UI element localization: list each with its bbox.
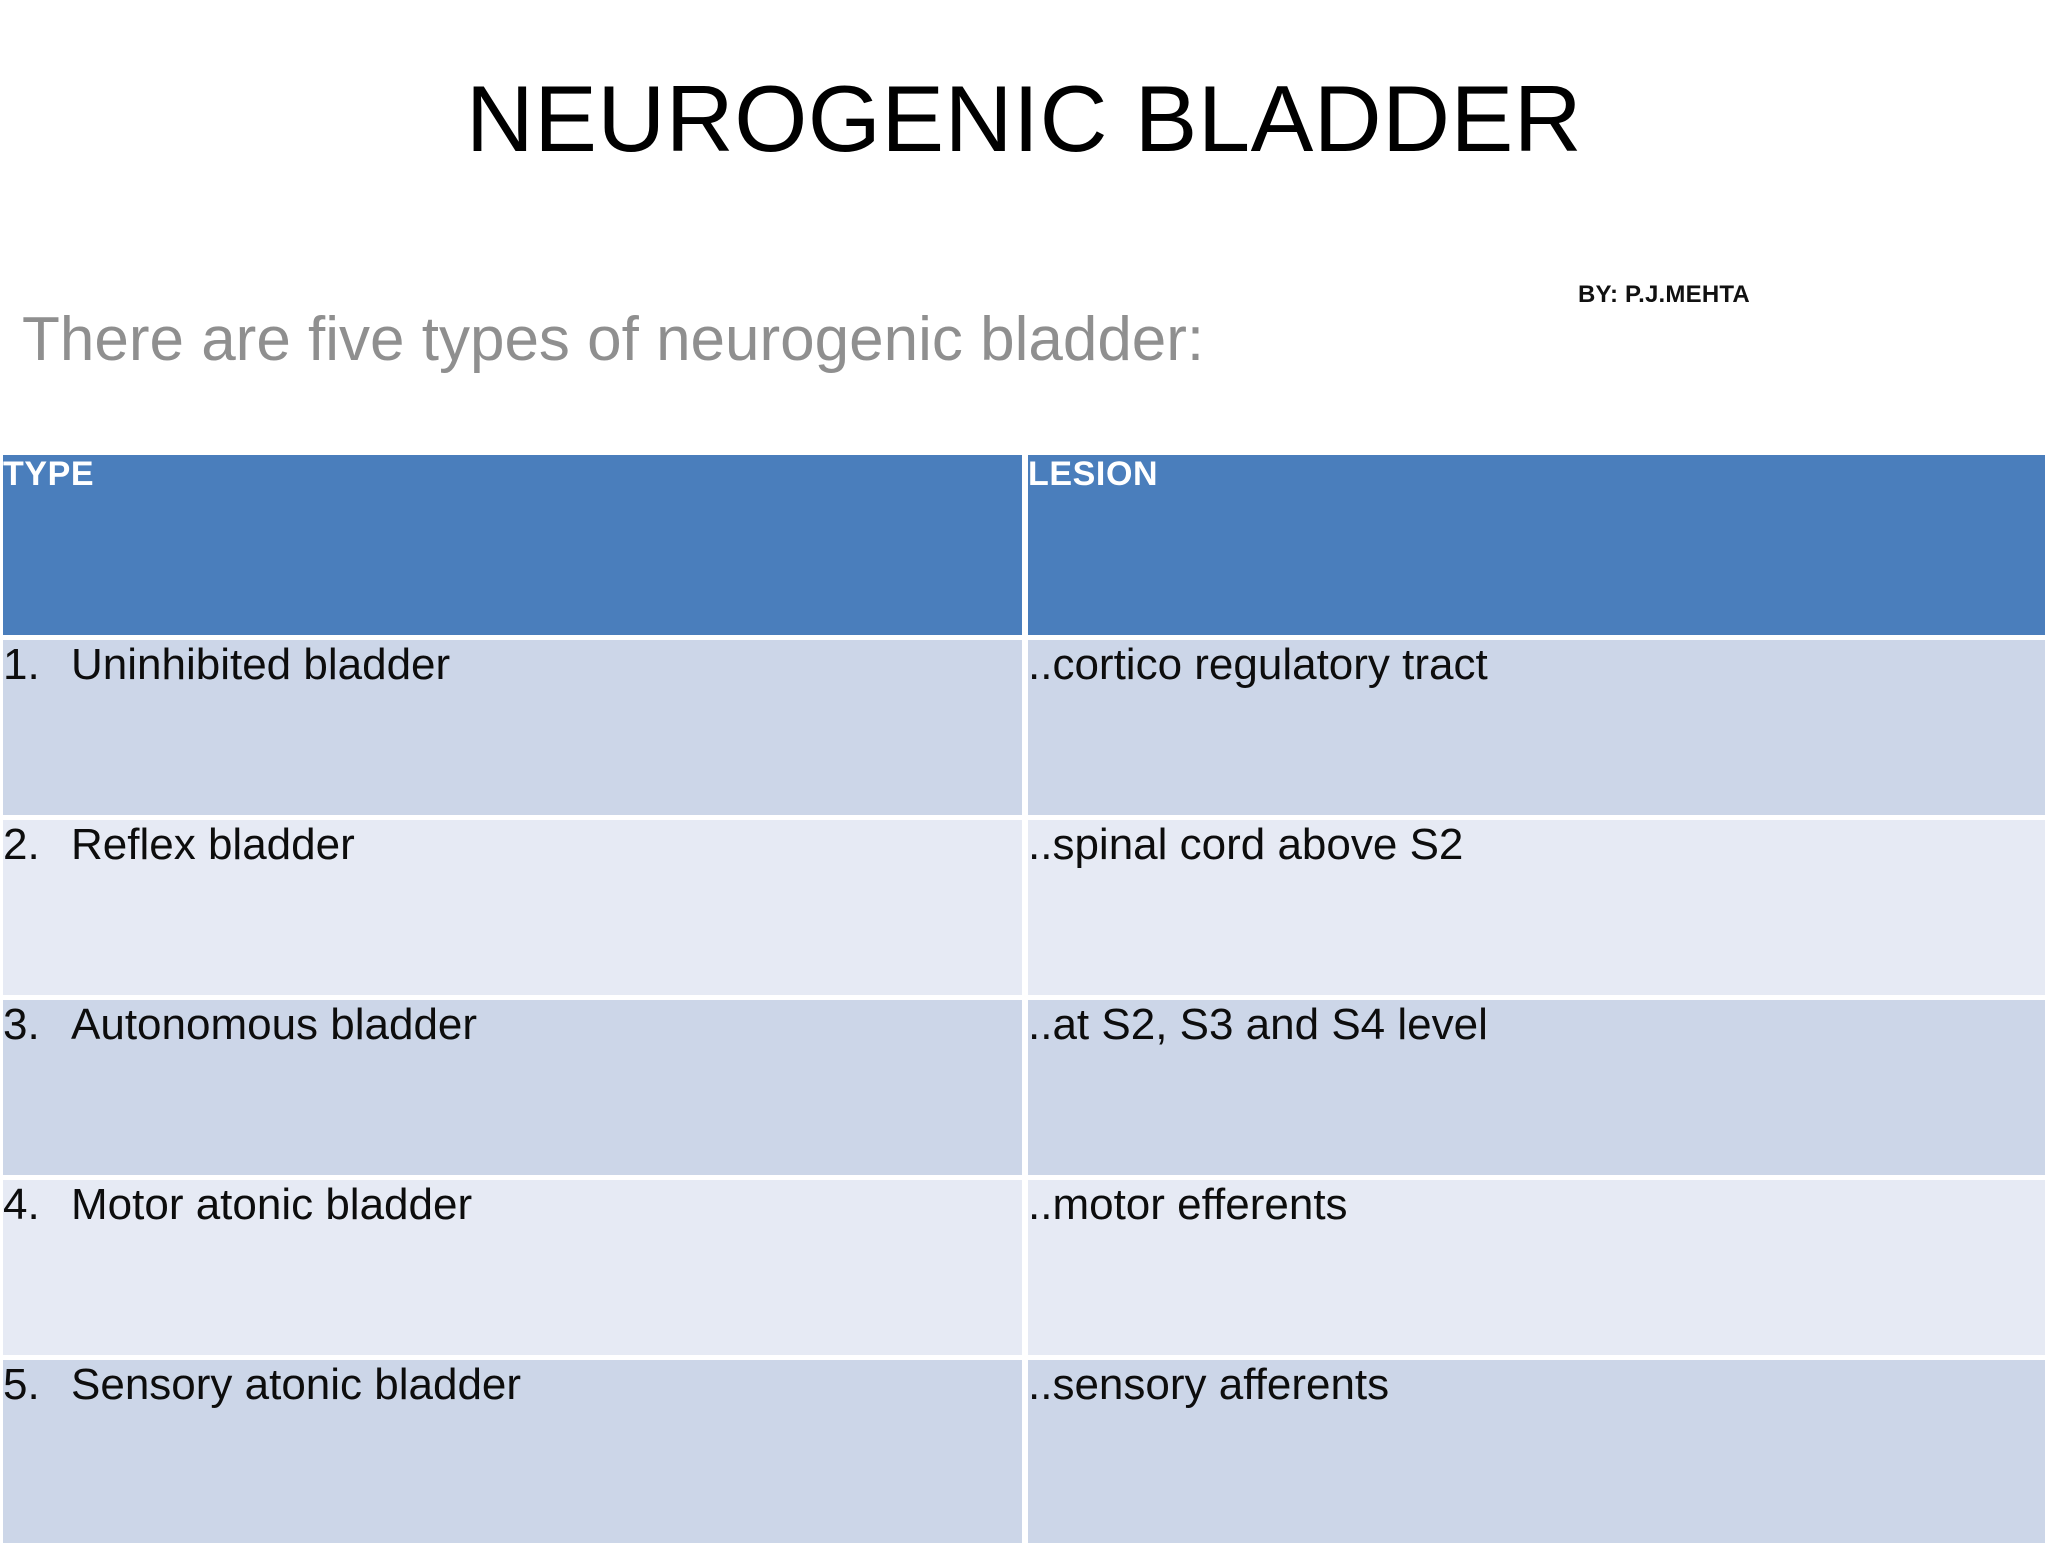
row-separator [3,995,2045,1000]
table-row: 4. Motor atonic bladder ..motor efferents [3,1180,2045,1355]
row-separator [3,1355,2045,1360]
column-header-type: TYPE [3,455,1022,635]
separator-left [3,995,1022,1000]
column-divider [1022,455,1028,635]
separator-left [3,1355,1022,1360]
separator-mid [1022,1355,1028,1360]
row-lesion-cell: ..spinal cord above S2 [1028,820,2045,995]
row-lesion-cell: ..cortico regulatory tract [1028,640,2045,815]
row-number: 3. [3,1000,40,1049]
row-type-label: Uninhibited bladder [71,640,451,689]
row-type-label: Sensory atonic bladder [71,1360,522,1409]
separator-right [1028,1355,2045,1360]
spacer-right [1028,635,2045,640]
table-row: 1. Uninhibited bladder ..cortico regulato… [3,640,2045,815]
row-divider [1022,1180,1028,1355]
row-type-label: Motor atonic bladder [71,1180,473,1229]
table-row: 3. Autonomous bladder ..at S2, S3 and S4 … [3,1000,2045,1175]
row-number: 2. [3,820,40,869]
table-header-row: TYPE LESION [3,455,2045,635]
row-type-cell: 5. Sensory atonic bladder [3,1360,1022,1543]
row-type-cell: 2. Reflex bladder [3,820,1022,995]
row-divider [1022,640,1028,815]
separator-mid [1022,815,1028,820]
row-number: 1. [3,640,40,689]
row-type-label: Autonomous bladder [71,1000,478,1049]
table-row: 5. Sensory atonic bladder ..sensory affer… [3,1360,2045,1543]
separator-right [1028,1175,2045,1180]
slide-subtitle: There are five types of neurogenic bladd… [22,305,1205,374]
column-header-lesion: LESION [1028,455,2045,635]
neurogenic-bladder-types-table: TYPE LESION 1. Uninhibited bladder ..cort… [3,455,2045,1543]
separator-right [1028,815,2045,820]
separator-left [3,815,1022,820]
author-credit: BY: P.J.MEHTA [1578,281,1750,308]
row-lesion-cell: ..at S2, S3 and S4 level [1028,1000,2045,1175]
header-body-spacer [3,635,2045,640]
row-divider [1022,1000,1028,1175]
row-divider [1022,820,1028,995]
spacer-left [3,635,1022,640]
table-row: 2. Reflex bladder ..spinal cord above S2 [3,820,2045,995]
row-number: 4. [3,1180,40,1229]
row-lesion-cell: ..sensory afferents [1028,1360,2045,1543]
row-type-cell: 1. Uninhibited bladder [3,640,1022,815]
row-divider [1022,1360,1028,1543]
separator-mid [1022,995,1028,1000]
page-title: NEUROGENIC BLADDER [465,66,1583,171]
row-separator [3,1175,2045,1180]
row-number: 5. [3,1360,40,1409]
separator-mid [1022,1175,1028,1180]
separator-left [3,1175,1022,1180]
separator-right [1028,995,2045,1000]
spacer-mid [1022,635,1028,640]
row-type-cell: 3. Autonomous bladder [3,1000,1022,1175]
row-lesion-cell: ..motor efferents [1028,1180,2045,1355]
row-type-label: Reflex bladder [71,820,355,869]
row-separator [3,815,2045,820]
row-type-cell: 4. Motor atonic bladder [3,1180,1022,1355]
